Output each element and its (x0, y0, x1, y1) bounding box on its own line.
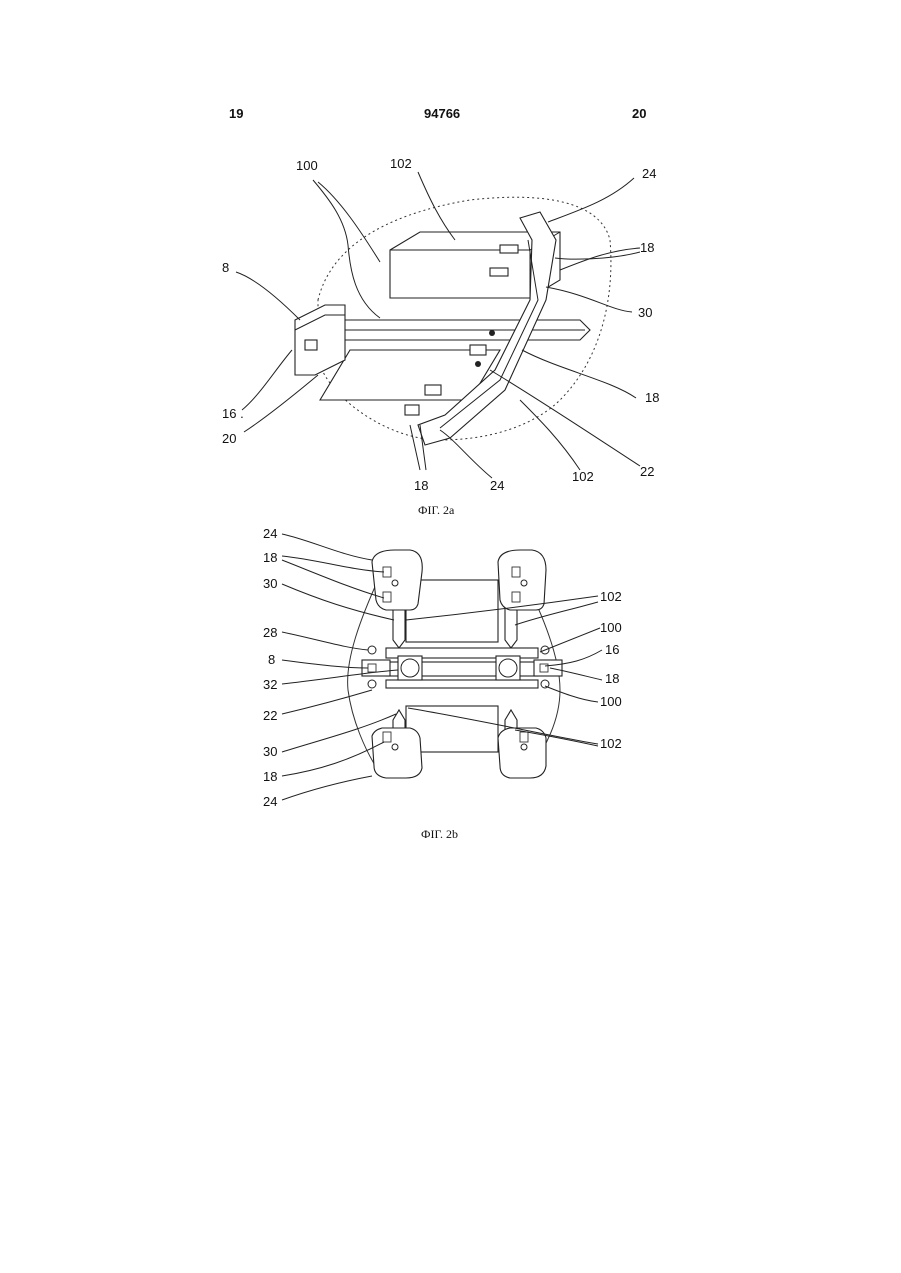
label-20: 20 (222, 431, 236, 446)
label-24: 24 (263, 526, 277, 541)
label-30: 30 (263, 576, 277, 591)
label-24: 24 (490, 478, 504, 493)
figure-2b-caption: ФІГ. 2b (421, 827, 458, 842)
label-22: 22 (640, 464, 654, 479)
label-22: 22 (263, 708, 277, 723)
label-102: 102 (572, 469, 594, 484)
label-102: 102 (600, 736, 622, 751)
label-32: 32 (263, 677, 277, 692)
label-18: 18 (645, 390, 659, 405)
label-100: 100 (296, 158, 318, 173)
figure-2a-drawing (295, 197, 611, 445)
label-8: 8 (222, 260, 229, 275)
label-16: 16 . (222, 406, 244, 421)
label-102: 102 (390, 156, 412, 171)
label-100: 100 (600, 620, 622, 635)
label-100: 100 (600, 694, 622, 709)
label-24: 24 (642, 166, 656, 181)
label-30: 30 (638, 305, 652, 320)
figure-2a-caption: ФІГ. 2а (418, 503, 454, 518)
label-8: 8 (268, 652, 275, 667)
label-30: 30 (263, 744, 277, 759)
label-18: 18 (263, 769, 277, 784)
label-16: 16 (605, 642, 619, 657)
label-18: 18 (263, 550, 277, 565)
label-102: 102 (600, 589, 622, 604)
label-28: 28 (263, 625, 277, 640)
label-18: 18 (414, 478, 428, 493)
label-18: 18 (640, 240, 654, 255)
label-18: 18 (605, 671, 619, 686)
label-24: 24 (263, 794, 277, 809)
